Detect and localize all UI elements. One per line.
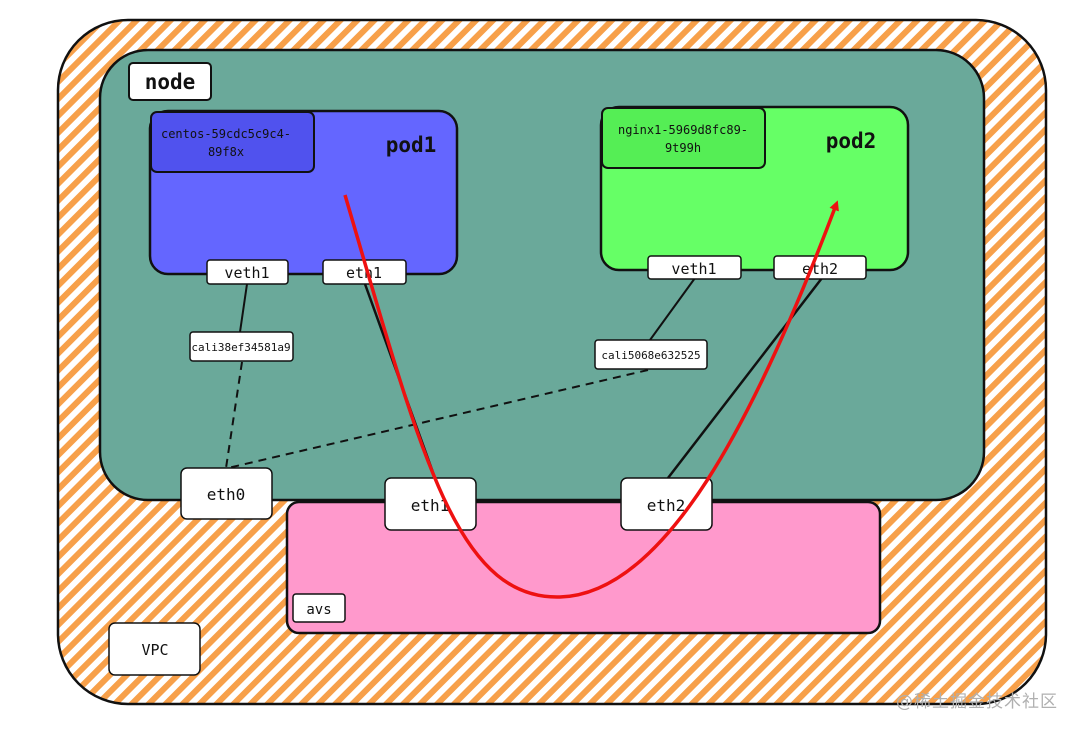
pod2-eth2-box: eth2: [773, 255, 867, 280]
pod1-container-line1: centos-59cdc5c9c4-: [161, 127, 291, 141]
pod2-veth1-box: veth1: [647, 255, 742, 280]
avs-box: [285, 500, 882, 635]
vpc-label: VPC: [141, 641, 168, 659]
cali2-to-eth0-dashed-line: [227, 369, 649, 469]
pod1-container-box: centos-59cdc5c9c4- 89f8x: [150, 111, 315, 173]
node-eth0-box: eth0: [180, 467, 273, 520]
pod1-eth1-label: eth1: [346, 264, 382, 282]
cali1-box: cali38ef34581a9: [189, 331, 294, 362]
cali2-label: cali5068e632525: [601, 349, 700, 362]
avs-label: avs: [306, 602, 331, 618]
pod1-veth1-box: veth1: [206, 259, 289, 285]
pod2-label: pod2: [826, 129, 877, 153]
pod2-container-box: nginx1-5969d8fc89- 9t99h: [601, 107, 766, 169]
pod1-veth1-label: veth1: [224, 264, 269, 282]
pod2-eth2-to-avs-eth2-line: [667, 277, 823, 479]
node-label-box: node: [128, 62, 212, 101]
watermark-text: @稀土掘金技术社区: [896, 692, 1058, 712]
cali2-box: cali5068e632525: [594, 339, 708, 370]
cali1-label: cali38ef34581a9: [191, 341, 290, 354]
pod2-container-line1: nginx1-5969d8fc89-: [618, 123, 748, 137]
traffic-flow-arrow: [343, 194, 839, 599]
node-label: node: [145, 70, 196, 94]
avs-eth2-label: eth2: [647, 496, 686, 515]
pod1-label: pod1: [386, 133, 437, 157]
avs-eth1-label: eth1: [411, 496, 450, 515]
vpc-label-box: VPC: [108, 622, 201, 676]
avs-label-box: avs: [292, 593, 346, 623]
pod1-veth1-to-cali1-line: [239, 283, 248, 333]
cali1-to-eth0-dashed-line: [225, 361, 243, 469]
avs-eth2-box: eth2: [620, 477, 713, 531]
pod2-veth1-label: veth1: [671, 260, 716, 278]
pod2-container-line2: 9t99h: [665, 141, 701, 155]
pod2-veth1-to-cali2-line: [649, 277, 696, 341]
avs-eth1-box: eth1: [384, 477, 477, 531]
node-eth0-label: eth0: [207, 485, 246, 504]
pod1-container-line2: 89f8x: [208, 145, 244, 159]
